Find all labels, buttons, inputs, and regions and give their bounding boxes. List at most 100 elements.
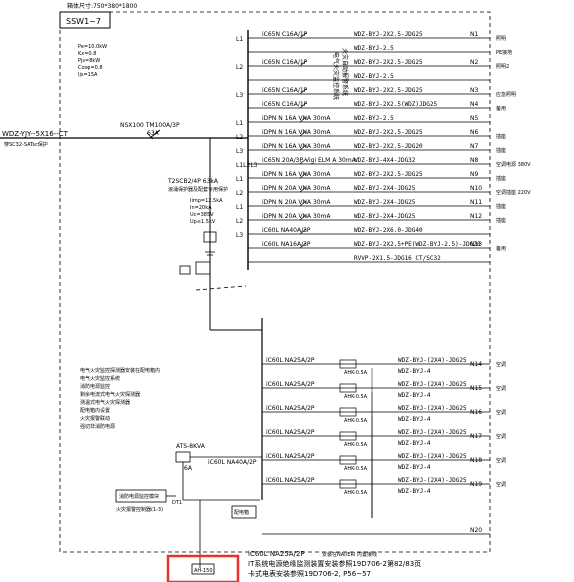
- circuit-code: N19: [470, 481, 482, 488]
- amp-tag: AHK-0.5A: [344, 442, 368, 448]
- n20-code: N20: [470, 527, 482, 534]
- circuit-use: 插座: [496, 175, 506, 182]
- highlight-box: [166, 554, 240, 582]
- module-label: 消防电源监控模块: [119, 493, 159, 500]
- cable-spec: WDZ-BYJ-2X2.5+PE(WDZ-BYJ-2.5)-JDG20: [354, 241, 481, 248]
- cable-spec: WDZ-BYJ-2.5: [354, 115, 394, 122]
- cable-sub: WDZ-BYJ-4: [398, 416, 431, 423]
- circuit-use: 插座: [496, 217, 506, 224]
- svg-text:配电箱内设置: 配电箱内设置: [80, 407, 110, 414]
- breaker-label: iDPN N 20A VNA 30mA: [262, 185, 331, 192]
- phase-label: L2: [236, 218, 243, 225]
- main-breaker-rating: 63A: [147, 130, 160, 137]
- cable-spec: WDZ-BYJ-2X2.5(WDZ)JDG25: [354, 101, 437, 108]
- circuit-code: N18: [470, 457, 482, 464]
- circuit-code: N8: [470, 157, 478, 164]
- cable-sub: WDZ-BYJ-4: [398, 440, 431, 447]
- cable-sub: WDZ-BYJ-4: [398, 464, 431, 471]
- breaker-label: iC60L NA25A/2P: [266, 477, 315, 484]
- breaker-symbol: [299, 144, 307, 151]
- cable-sub: WDZ-BYJ-4: [398, 368, 431, 375]
- breaker-label: iC60L NA40A/3P: [262, 227, 311, 234]
- ct-symbol: [339, 431, 357, 441]
- ats-breaker: iC60L NA40A/2P: [208, 459, 257, 466]
- ct-symbol: [339, 407, 357, 417]
- ats-symbol: [175, 451, 191, 463]
- cable-spec: WDZ-BYJ-2X6.0-JDG40: [354, 227, 423, 234]
- ats-label: ATS-8KVA: [176, 443, 206, 450]
- svg-text:测温式电气火灾探测器: 测温式电气火灾探测器: [80, 399, 130, 406]
- breaker-label: iC60L NA16A/3P: [262, 241, 311, 248]
- phase-label: L1: [236, 120, 243, 127]
- cable-spec: WDZ-BYJ-(2X4)-JDG25: [398, 429, 467, 436]
- cable-spec: WDZ-BYJ-2X2.5-JDG25: [354, 31, 423, 38]
- circuit-code: N12: [470, 213, 482, 220]
- panel-id: SSW1~7: [66, 17, 101, 26]
- circuit-code: N16: [470, 409, 482, 416]
- ats-rating: 6A: [184, 465, 193, 472]
- box-size-note: 箱体尺寸:750*380*1800: [67, 2, 137, 10]
- circuit-use: 应急照明: [496, 91, 516, 98]
- phase-label: L2: [236, 134, 243, 141]
- svg-text:Iimp=12.5kA: Iimp=12.5kA: [190, 198, 223, 204]
- circuit-use: 插座: [496, 147, 506, 154]
- ct-symbol: [339, 383, 357, 393]
- svg-text:Up≤1.5kV: Up≤1.5kV: [190, 219, 216, 225]
- breaker-label: iC60L NA25A/2P: [266, 381, 315, 388]
- circuit-use: 备用: [496, 105, 506, 112]
- circuit-use: PE接地: [496, 49, 512, 56]
- cable-spec: WDZ-BYJ-(2X4)-JDG25: [398, 357, 467, 364]
- breaker-label: iDPN N 16A VNA 30mA: [262, 115, 331, 122]
- ct-symbol: [339, 455, 357, 465]
- param-pjs: Pjs=8kW: [78, 58, 100, 64]
- incoming-cable-sub: 穿SC32-SATsc保护: [4, 141, 48, 148]
- circuit-use: 空调电源 380V: [496, 161, 531, 168]
- lower-circuit-row: iC60L NA25A/2P AHK-0.5A WDZ-BYJ-(2X4)-JDG2…: [262, 453, 506, 518]
- ats-block: ATS-8KVA iC60L NA40A/2P 6A: [175, 443, 262, 501]
- circuit-code: N5: [470, 115, 478, 122]
- svg-text:强切非消防电源: 强切非消防电源: [80, 423, 115, 430]
- incoming-cable: WDZ-YJY--5X16--CT: [2, 130, 69, 138]
- lower-circuit-row: iC60L NA25A/2P AHK-0.5A WDZ-BYJ-(2X4)-JDG2…: [262, 381, 506, 518]
- breaker-label: iC65N C16A/1P: [262, 59, 308, 66]
- svg-text:剩余电流式电气火灾探测器: 剩余电流式电气火灾探测器: [80, 391, 140, 398]
- cable-spec: WDZ-BYJ-(2X4)-JDG25: [398, 405, 467, 412]
- breaker-symbol: [299, 32, 307, 39]
- breaker-label: iC60L NA25A/2P: [266, 453, 315, 460]
- breaker-symbol: [299, 172, 307, 179]
- cable-spec: WDZ-BYJ-2.5: [354, 45, 394, 52]
- circuit-code: N10: [470, 185, 482, 192]
- cable-spec: WDZ-BYJ-2X4-JDG25: [354, 185, 416, 192]
- ct-symbol: [339, 359, 357, 369]
- phase-label: L1: [236, 36, 243, 43]
- circuit-code: N17: [470, 433, 482, 440]
- amp-tag: AHK-0.5A: [344, 418, 368, 424]
- phase-label: L3: [236, 232, 243, 239]
- param-ijs: Ijs=15A: [78, 72, 98, 78]
- circuit-use: 空调: [496, 409, 506, 416]
- lower-circuit-row: iC60L NA25A/2PAHK-0.5AWDZ-BYJ-(2X4)-JDG2…: [262, 477, 506, 518]
- circuit-code: N1: [470, 31, 478, 38]
- breaker-label: iC60L NA25A/2P: [266, 405, 315, 412]
- circuit-use: 插座: [496, 133, 506, 140]
- spd-block: T2SCB2/4P 63kA 浪涌保护器及配套专用保护 Iimp=12.5kA …: [167, 178, 247, 291]
- amp-tag: AHK-0.5A: [344, 490, 368, 496]
- cable-spec: WDZ-BYJ-2X4-JDG25: [354, 199, 416, 206]
- incoming-params: Pe=10.0kW Kx=0.8 Pjs=8kW Cosφ=0.8 Ijs=15…: [78, 44, 107, 78]
- circuit-code: N9: [470, 171, 478, 178]
- module-sub: 火灾报警控制器(1-3): [116, 506, 163, 513]
- ct-symbol: [339, 479, 357, 489]
- param-kx: Kx=0.8: [78, 51, 96, 57]
- amp-tag: AHK-0.5A: [344, 466, 368, 472]
- cable-spec: WDZ-BYJ-(2X4)-JDG25: [398, 453, 467, 460]
